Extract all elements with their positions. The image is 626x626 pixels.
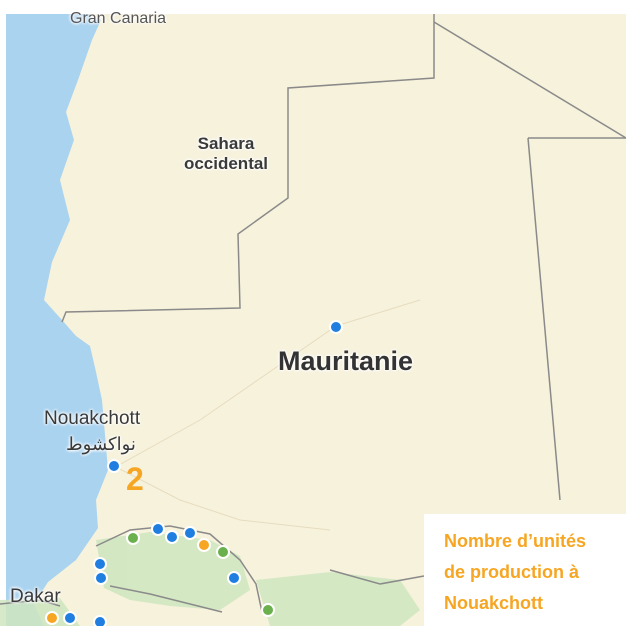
- caption-line-2: de production à: [444, 562, 579, 582]
- caption-line-1: Nombre d’unités: [444, 531, 587, 551]
- island-label: Gran Canaria: [70, 10, 167, 27]
- map-marker-blue[interactable]: [94, 571, 108, 585]
- road-lines: [109, 299, 421, 531]
- map-marker-blue[interactable]: [93, 615, 107, 626]
- map-marker-blue[interactable]: [165, 530, 179, 544]
- sea-area: [0, 0, 110, 626]
- map-marker-blue[interactable]: [151, 522, 165, 536]
- image-top-edge: [0, 0, 626, 14]
- map-marker-blue[interactable]: [107, 459, 121, 473]
- map-marker-blue[interactable]: [63, 611, 77, 625]
- caption-box: Nombre d’unités de production à Nouakcho…: [424, 514, 626, 626]
- city-label-dakar: Dakar: [10, 586, 61, 607]
- map-marker-blue[interactable]: [93, 557, 107, 571]
- country-borders: [0, 14, 626, 613]
- map-marker-green[interactable]: [216, 545, 230, 559]
- marker-layer: [45, 320, 343, 626]
- map-marker-blue[interactable]: [329, 320, 343, 334]
- map-marker-green[interactable]: [261, 603, 275, 617]
- map-marker-orange[interactable]: [197, 538, 211, 552]
- region-label: Sahara occidental: [183, 134, 269, 173]
- map-marker-blue[interactable]: [183, 526, 197, 540]
- capital-label: Nouakchott: [44, 408, 141, 429]
- map-marker-blue[interactable]: [227, 571, 241, 585]
- map-marker-green[interactable]: [126, 531, 140, 545]
- map-marker-orange[interactable]: [45, 611, 59, 625]
- capital-arabic-label: نواكشوط: [66, 434, 136, 454]
- country-label: Mauritanie: [278, 346, 414, 376]
- caption-line-3: Nouakchott: [444, 593, 543, 613]
- production-count: 2: [126, 461, 144, 497]
- image-left-edge: [0, 0, 6, 626]
